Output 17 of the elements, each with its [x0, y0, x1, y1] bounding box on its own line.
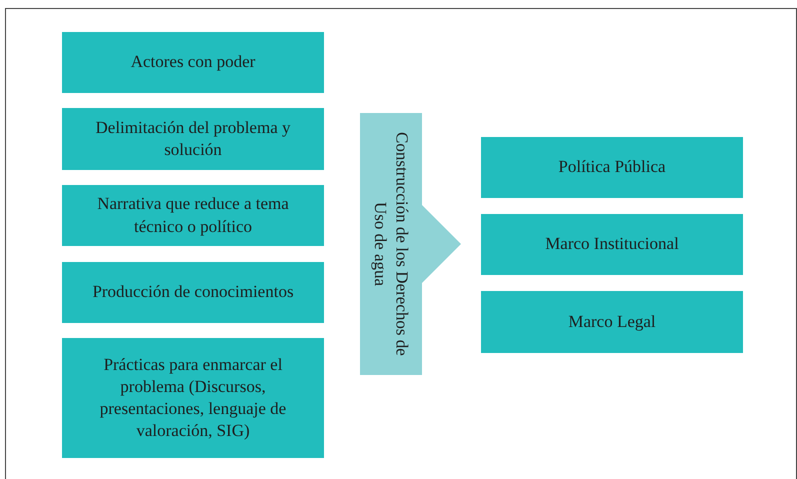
box-label: Prácticas para enmarcar el problema (Discursos, presentaciones, lenguaje de valoración, SIG) — [98, 354, 288, 442]
arrow-label: Construcción de los Derechos de Uso de agua — [370, 132, 412, 356]
category-box — [62, 108, 324, 170]
box-label: Política Pública — [558, 156, 666, 178]
box-label: Marco Institucional — [545, 233, 679, 256]
category-box — [62, 262, 324, 323]
category-box — [481, 214, 743, 275]
box-label: Narrativa que reduce a tema técnico o político — [96, 193, 290, 238]
box-label: Producción de conocimientos — [92, 281, 294, 304]
category-box — [62, 32, 324, 93]
category-box — [481, 291, 743, 353]
box-label: Delimitación del problema y solución — [94, 116, 292, 161]
category-box — [62, 338, 324, 458]
box-label: Marco Legal — [568, 310, 656, 333]
box-label: Actores con poder — [130, 51, 256, 74]
category-box — [62, 185, 324, 246]
category-box — [481, 137, 743, 198]
